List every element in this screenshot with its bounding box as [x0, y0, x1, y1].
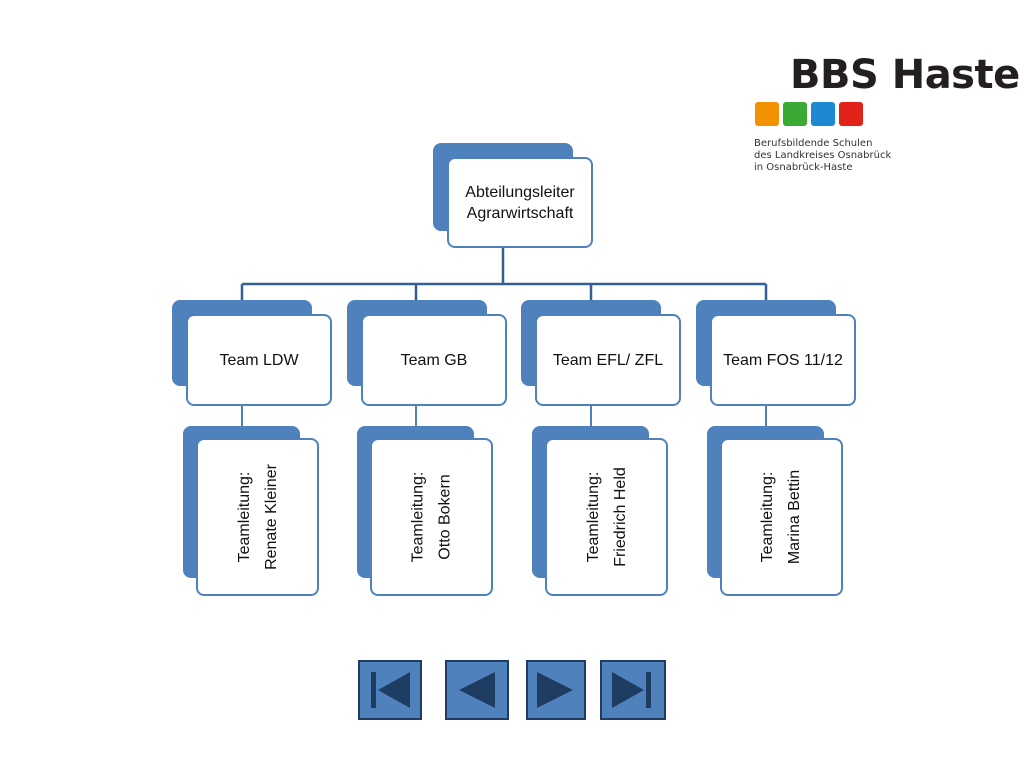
last-slide-button[interactable] [600, 660, 666, 720]
team-name: Team EFL/ ZFL [552, 351, 664, 369]
lead-name: Otto Bokern [436, 474, 454, 560]
logo-subtitle-line: in Osnabrück-Haste [754, 162, 853, 173]
team-name: Team LDW [219, 351, 299, 369]
logo-square-blue [811, 102, 835, 126]
first-icon [371, 672, 410, 708]
next-slide-button[interactable] [526, 660, 586, 720]
team-node-efl-zfl: Team EFL/ ZFL [521, 300, 681, 406]
lead-node-ldw: Teamleitung: Renate Kleiner [183, 426, 319, 596]
logo-subtitle-line: Berufsbildende Schulen [754, 138, 873, 149]
first-slide-button[interactable] [358, 660, 422, 720]
logo-subtitle-line: des Landkreises Osnabrück [754, 150, 892, 161]
team-node-gb: Team GB [347, 300, 507, 406]
logo-subtitle: Berufsbildende Schulen des Landkreises O… [754, 138, 891, 174]
logo-squares [755, 102, 863, 126]
lead-node-efl-zfl: Teamleitung: Friedrich Held [532, 426, 668, 596]
school-logo: BBS Haste Berufsbildende Schulen des Lan… [752, 52, 1020, 182]
lead-label: Teamleitung: [759, 471, 777, 563]
lead-name: Marina Bettin [786, 469, 804, 565]
team-name: Team GB [400, 351, 468, 369]
lead-label: Teamleitung: [235, 471, 253, 563]
lead-label: Teamleitung: [409, 471, 427, 563]
team-name: Team FOS 11/12 [723, 351, 843, 369]
logo-square-orange [755, 102, 779, 126]
previous-icon [459, 672, 495, 708]
lead-name: Renate Kleiner [262, 464, 280, 570]
team-node-fos: Team FOS 11/12 [696, 300, 856, 406]
team-node-ldw: Team LDW [172, 300, 332, 406]
previous-slide-button[interactable] [445, 660, 509, 720]
root-title-line2: Agrarwirtschaft [466, 204, 574, 222]
lead-node-gb: Teamleitung: Otto Bokern [357, 426, 493, 596]
lead-node-fos: Teamleitung: Marina Bettin [707, 426, 843, 596]
root-title-line1: Abteilungsleiter [465, 183, 575, 201]
lead-label: Teamleitung: [584, 471, 602, 563]
next-icon [537, 672, 573, 708]
last-icon [612, 672, 651, 708]
lead-name: Friedrich Held [611, 467, 629, 567]
logo-title: BBS Haste [790, 52, 1020, 98]
root-node: Abteilungsleiter Agrarwirtschaft [433, 143, 593, 248]
logo-square-red [839, 102, 863, 126]
logo-square-green [783, 102, 807, 126]
